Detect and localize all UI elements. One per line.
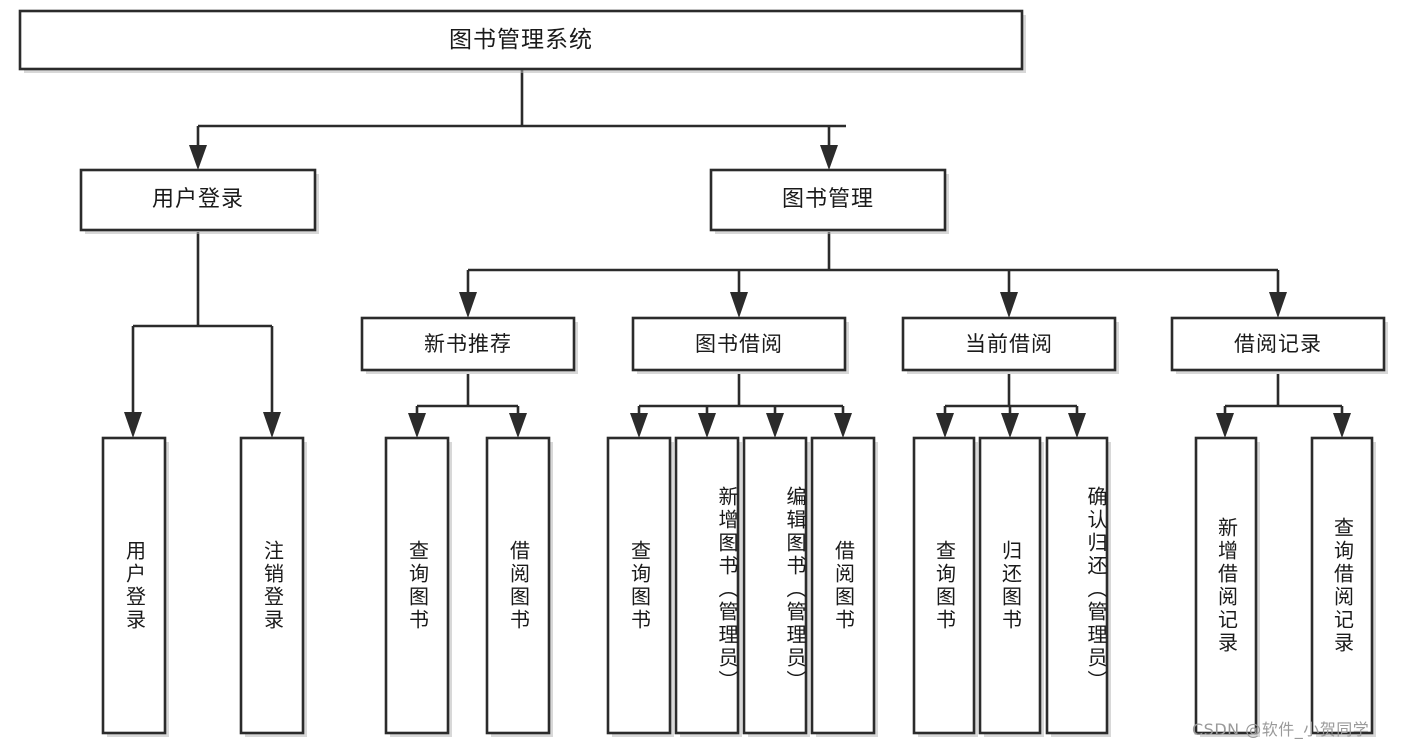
connector-currentborrow-to-leaves: [936, 374, 1086, 438]
node-box-leaf-confirm-return[interactable]: [1045, 436, 1111, 737]
node-box-leaf-add-record[interactable]: [1194, 436, 1260, 737]
connector-borrowrecord-to-leaves: [1216, 374, 1351, 438]
node-box-book-management[interactable]: [709, 168, 949, 234]
node-box-leaf-borrow-book-1[interactable]: [485, 436, 553, 737]
node-box-leaf-query-record[interactable]: [1310, 436, 1376, 737]
node-box-leaf-logout-login[interactable]: [239, 436, 307, 737]
node-box-current-borrow[interactable]: [901, 316, 1119, 374]
node-box-new-book-recommend[interactable]: [360, 316, 578, 374]
node-box-book-borrow[interactable]: [631, 316, 849, 374]
connector-bookborrow-to-leaves: [630, 374, 852, 438]
node-box-user-login[interactable]: [79, 168, 319, 234]
node-box-root[interactable]: [18, 9, 1026, 73]
node-box-leaf-query-book-1[interactable]: [384, 436, 452, 737]
connector-newbook-to-leaves: [408, 374, 527, 438]
node-box-leaf-borrow-book-2[interactable]: [810, 436, 878, 737]
node-box-leaf-edit-book[interactable]: [742, 436, 810, 737]
node-box-leaf-query-book-3[interactable]: [912, 436, 978, 737]
node-box-borrow-record[interactable]: [1170, 316, 1388, 374]
node-box-leaf-query-book-2[interactable]: [606, 436, 674, 737]
connector-userlogin-to-leaves: [124, 232, 281, 438]
node-box-leaf-user-login[interactable]: [101, 436, 169, 737]
connector-bookmgmt-to-level3: [459, 232, 1287, 318]
node-box-leaf-add-book[interactable]: [674, 436, 742, 737]
node-box-leaf-return-book[interactable]: [978, 436, 1044, 737]
connector-root-to-level2: [189, 69, 846, 170]
